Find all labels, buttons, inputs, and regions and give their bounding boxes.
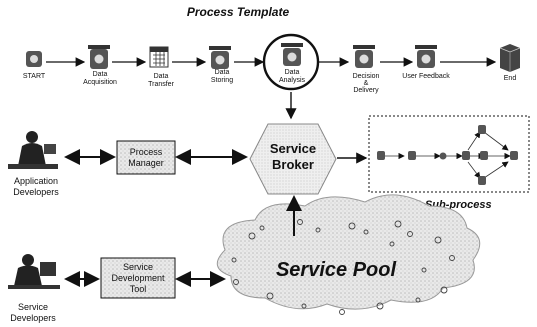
subprocess-diagram (368, 115, 530, 193)
step-label: START (23, 73, 46, 80)
step-label: Decision&Delivery (353, 73, 380, 94)
step-user-feedback: User Feedback (402, 45, 450, 80)
gear-icon (209, 46, 231, 69)
person-at-desk-icon (8, 131, 58, 169)
server-icon (499, 44, 521, 72)
subprocess-node (439, 152, 447, 160)
subprocess-node (377, 151, 385, 160)
person-at-computer-icon (8, 254, 60, 289)
subprocess-node (480, 151, 488, 160)
service-pool: Service Pool (216, 194, 481, 315)
service-pool-label: Service Pool (276, 259, 397, 281)
calendar-icon (149, 46, 169, 68)
step-decision-delivery: Decision&Delivery (353, 45, 380, 94)
step-end: End (499, 44, 521, 82)
gear-icon (26, 51, 42, 67)
gear-icon (353, 45, 375, 68)
highlight-circle (262, 33, 320, 91)
gear-icon (281, 43, 303, 66)
process-template-title: Process Template (187, 5, 290, 19)
step-label: End (504, 75, 517, 82)
subprocess-node (478, 176, 486, 185)
subprocess-node (462, 151, 470, 160)
subprocess-node (510, 151, 518, 160)
step-label: User Feedback (402, 73, 450, 80)
subprocess-node (478, 125, 486, 134)
step-start: START (23, 51, 46, 80)
gear-icon (88, 45, 110, 69)
gear-icon (415, 45, 437, 68)
subprocess-node (408, 151, 416, 160)
